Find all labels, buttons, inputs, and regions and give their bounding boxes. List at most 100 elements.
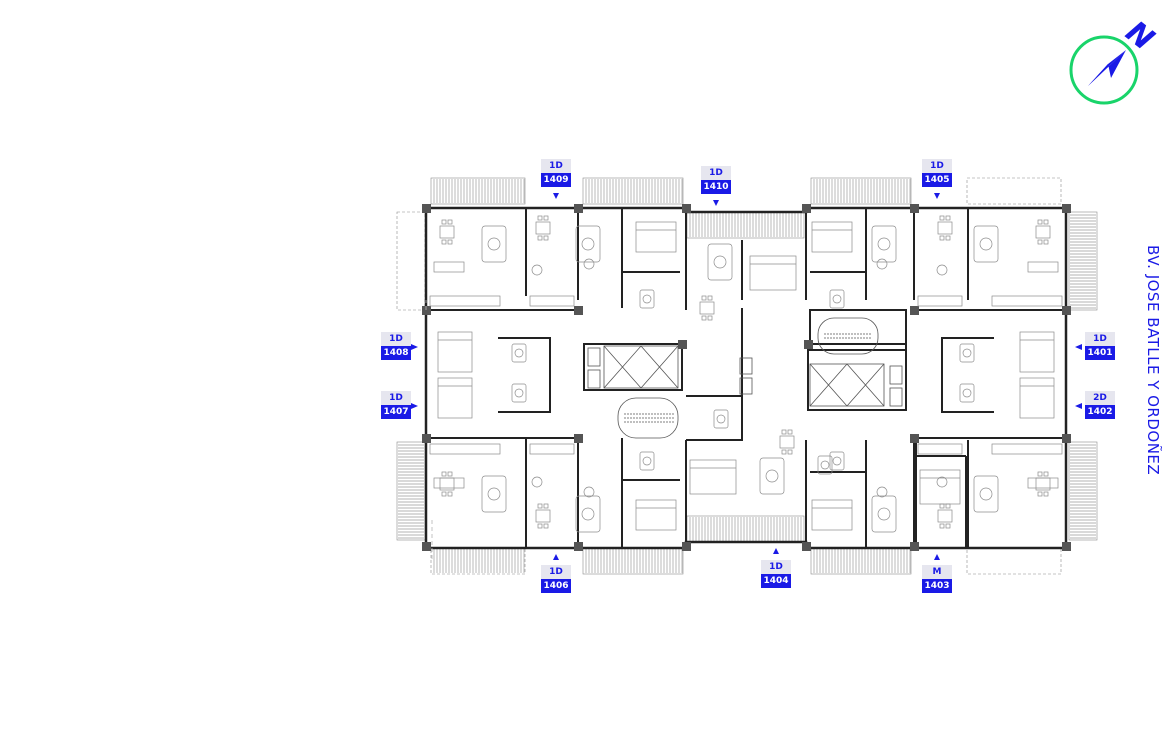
bathroom-fixture — [817, 455, 833, 475]
north-compass-icon: N — [1069, 14, 1158, 105]
chair — [1037, 491, 1043, 497]
street-name-label: BV. JOSE BATLLE Y ORDOÑEZ — [1144, 245, 1162, 476]
kitchen-counter — [991, 443, 1063, 455]
bed — [437, 377, 473, 419]
sofa — [575, 225, 601, 263]
column — [910, 306, 919, 315]
lamp — [936, 476, 948, 488]
unit-tag-1406[interactable]: 1D 1406 — [541, 565, 571, 593]
unit-tag-1405[interactable]: 1D 1405 — [922, 159, 952, 187]
desk — [1027, 261, 1059, 273]
chair — [441, 491, 447, 497]
balcony-right-bottom — [1068, 441, 1098, 541]
unit-entry-arrow-1404 — [773, 548, 779, 554]
unit-entry-arrow-1407 — [411, 403, 418, 409]
sofa — [481, 475, 507, 513]
balcony-bottom-4 — [966, 547, 1062, 575]
column — [1062, 306, 1071, 315]
unit-number-label: 1405 — [922, 173, 952, 187]
chair — [447, 491, 453, 497]
chair — [537, 523, 543, 529]
compass-ring — [1069, 35, 1139, 105]
chair — [441, 239, 447, 245]
unit-type-label: 1D — [1085, 332, 1115, 346]
column — [422, 542, 431, 551]
table — [937, 509, 953, 523]
bathroom-fixture — [959, 343, 975, 363]
chair — [537, 235, 543, 241]
column — [422, 434, 431, 443]
column — [682, 542, 691, 551]
lamp — [583, 258, 595, 270]
unit-number-label: 1407 — [381, 405, 411, 419]
chair — [447, 219, 453, 225]
column — [422, 204, 431, 213]
chair — [543, 503, 549, 509]
bathroom-fixture — [639, 289, 655, 309]
unit-tag-1403[interactable]: M 1403 — [922, 565, 952, 593]
bed — [635, 499, 677, 531]
unit-entry-arrow-1405 — [934, 193, 940, 199]
lamp — [876, 486, 888, 498]
coffee-table — [487, 237, 501, 251]
toilet — [962, 348, 972, 358]
bed — [437, 331, 473, 373]
table — [779, 435, 795, 449]
chair — [707, 315, 713, 321]
table — [535, 509, 551, 523]
unit-entry-arrow-1409 — [553, 193, 559, 199]
chair — [447, 471, 453, 477]
chair — [1037, 219, 1043, 225]
bathroom-fixture — [829, 451, 845, 471]
column — [802, 204, 811, 213]
bed — [1019, 331, 1055, 373]
unit-tag-1402[interactable]: 2D 1402 — [1085, 391, 1115, 419]
sofa — [973, 475, 999, 513]
kitchen-counter — [917, 443, 963, 455]
chair — [1043, 471, 1049, 477]
column — [574, 204, 583, 213]
unit-tag-1408[interactable]: 1D 1408 — [381, 332, 411, 360]
coffee-table — [877, 507, 891, 521]
chair — [787, 449, 793, 455]
unit-tag-1404[interactable]: 1D 1404 — [761, 560, 791, 588]
chair — [945, 523, 951, 529]
coffee-table — [713, 255, 727, 269]
unit-number-label: 1403 — [922, 579, 952, 593]
bathroom-fixture — [713, 409, 729, 429]
chair — [939, 503, 945, 509]
chair — [1037, 239, 1043, 245]
toilet — [514, 348, 524, 358]
column — [1062, 542, 1071, 551]
bed — [635, 221, 677, 253]
unit-tag-1409[interactable]: 1D 1409 — [541, 159, 571, 187]
column — [910, 434, 919, 443]
column — [574, 306, 583, 315]
coffee-table — [581, 507, 595, 521]
unit-type-label: 1D — [922, 159, 952, 173]
bed — [919, 469, 961, 505]
stair-left — [617, 397, 679, 439]
unit-entry-arrow-1402 — [1075, 403, 1082, 409]
unit-entry-arrow-1401 — [1075, 344, 1082, 350]
bathroom-fixture — [829, 289, 845, 309]
column — [1062, 204, 1071, 213]
bathroom-fixture — [511, 383, 527, 403]
column — [804, 340, 813, 349]
toilet — [962, 388, 972, 398]
bed — [1019, 377, 1055, 419]
coffee-table — [979, 487, 993, 501]
chair — [701, 315, 707, 321]
chair — [939, 235, 945, 241]
unit-tag-1407[interactable]: 1D 1407 — [381, 391, 411, 419]
coffee-table — [765, 469, 779, 483]
chair — [945, 503, 951, 509]
desk — [433, 261, 465, 273]
chair — [781, 429, 787, 435]
unit-tag-1410[interactable]: 1D 1410 — [701, 166, 731, 194]
balcony-right-top — [1068, 211, 1098, 311]
unit-tag-1401[interactable]: 1D 1401 — [1085, 332, 1115, 360]
chair — [945, 235, 951, 241]
bed — [689, 459, 737, 495]
